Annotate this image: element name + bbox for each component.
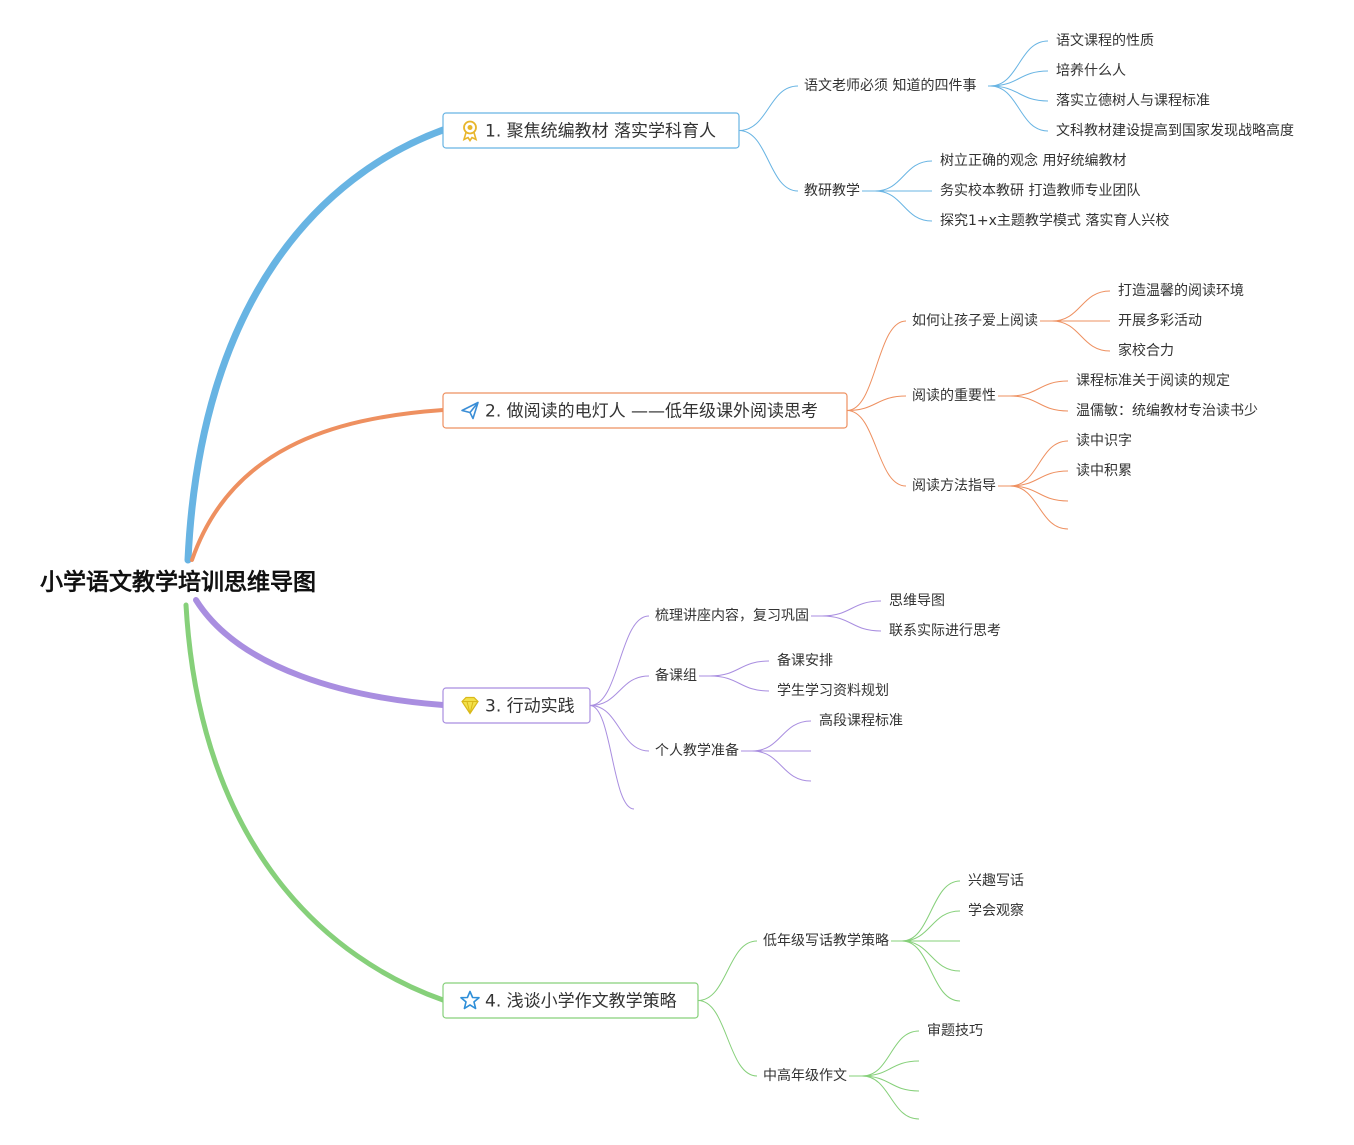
leaf-topic-label[interactable]: 务实校本教研 打造教师专业团队 (940, 182, 1140, 199)
leaf-link-1-1-2 (989, 70, 1049, 87)
leaf-topic-label[interactable]: 树立正确的观念 用好统编教材 (940, 152, 1126, 169)
subtopic-label[interactable]: 低年级写话教学策略 (763, 932, 889, 949)
leaf-link-2-3-4 (1009, 485, 1069, 530)
star-icon (460, 990, 480, 1010)
main-branch-line-4 (183, 602, 446, 1003)
topic-box (442, 112, 740, 149)
subtopic-label[interactable]: 阅读方法指导 (912, 477, 996, 494)
subtopic-link-1-2 (738, 130, 799, 192)
leaf-link-4-2-1 (861, 1030, 920, 1077)
leaf-link-4-2-4 (861, 1075, 920, 1120)
leaf-link-3-2-1 (709, 660, 770, 677)
leaf-link-1-1-4 (989, 85, 1049, 132)
branch-topic-3[interactable]: 3. 行动实践 (442, 687, 591, 724)
leaf-link-2-3-1 (1009, 440, 1069, 487)
leaf-link-1-2-3 (874, 190, 933, 222)
subtopic-label[interactable]: 梳理讲座内容，复习巩固 (655, 607, 809, 624)
branch-topic-1[interactable]: 1. 聚焦统编教材 落实学科育人 (442, 112, 740, 149)
branch-topic-label: 2. 做阅读的电灯人 ——低年级课外阅读思考 (485, 402, 818, 422)
leaf-link-3-2-2 (709, 675, 770, 692)
leaf-link-4-1-2 (901, 910, 961, 942)
diamond-icon (461, 696, 479, 715)
subtopic-link-1-1 (738, 85, 799, 131)
leaf-topic-label[interactable]: 联系实际进行思考 (889, 623, 1001, 639)
leaf-link-2-2-2 (1009, 395, 1069, 412)
leaf-topic-label[interactable]: 课程标准关于阅读的规定 (1076, 372, 1230, 389)
subtopic-link-3-1 (589, 615, 650, 706)
main-branch-line-1 (184, 126, 447, 564)
leaf-link-4-1-4 (901, 940, 961, 972)
subtopic-label[interactable]: 教研教学 (804, 183, 860, 199)
leaf-link-3-1-2 (821, 615, 882, 632)
subtopic-link-2-2 (846, 395, 907, 411)
leaf-link-1-1-3 (989, 85, 1049, 102)
topic-box (442, 982, 699, 1019)
leaf-topic-label[interactable]: 家校合力 (1118, 342, 1174, 359)
subtopic-label[interactable]: 个人教学准备 (655, 742, 739, 759)
leaf-link-4-2-2 (861, 1060, 920, 1077)
topic-box (442, 392, 848, 429)
subtopic-label[interactable]: 阅读的重要性 (912, 387, 996, 404)
leaf-topic-label[interactable]: 文科教材建设提高到国家发现战略高度 (1056, 122, 1294, 139)
subtopic-link-3-4 (589, 705, 635, 810)
subtopic-link-4-2 (697, 1000, 758, 1077)
subtopic-label[interactable]: 备课组 (655, 667, 697, 684)
leaf-topic-label[interactable]: 培养什么人 (1056, 63, 1126, 79)
leaf-topic-label[interactable]: 学生学习资料规划 (777, 683, 889, 699)
branch-topic-4[interactable]: 4. 浅谈小学作文教学策略 (442, 982, 699, 1019)
leaf-link-2-1-1 (1051, 290, 1111, 322)
leaf-topic-label[interactable]: 开展多彩活动 (1118, 312, 1202, 329)
main-branch-line-3 (193, 597, 446, 708)
leaf-topic-label[interactable]: 审题技巧 (927, 1023, 983, 1039)
leaf-link-2-3-2 (1009, 470, 1069, 487)
connector-lines (183, 40, 1111, 1120)
leaf-link-4-1-5 (901, 940, 961, 1002)
leaf-topic-label[interactable]: 读中识字 (1076, 432, 1132, 449)
leaf-link-1-2-1 (874, 160, 933, 192)
leaf-topic-label[interactable]: 打造温馨的阅读环境 (1118, 282, 1244, 299)
subtopic-label[interactable]: 中高年级作文 (763, 1067, 847, 1084)
subtopic-label[interactable]: 语文老师必须 知道的四件事 (804, 77, 976, 94)
leaf-topic-label[interactable]: 落实立德树人与课程标准 (1056, 93, 1210, 109)
subtopic-link-2-1 (846, 320, 907, 411)
branch-topic-2[interactable]: 2. 做阅读的电灯人 ——低年级课外阅读思考 (442, 392, 848, 429)
subtopic-link-3-3 (589, 705, 650, 752)
leaf-topic-label[interactable]: 读中积累 (1076, 462, 1132, 479)
main-branch-line-2 (190, 408, 445, 562)
branch-topic-label: 3. 行动实践 (485, 697, 575, 717)
subtopic-link-4-1 (697, 940, 758, 1001)
leaf-link-3-3-1 (751, 720, 812, 752)
leaf-link-4-2-3 (861, 1075, 920, 1092)
root-topic[interactable]: 小学语文教学培训思维导图 (40, 569, 316, 596)
paper-plane-icon (461, 401, 479, 420)
leaf-topic-label[interactable]: 思维导图 (889, 593, 945, 609)
leaf-link-2-2-1 (1009, 380, 1069, 397)
leaf-link-4-1-1 (901, 880, 961, 942)
leaf-link-3-3-3 (751, 750, 812, 782)
topic-box (442, 687, 591, 724)
leaf-link-1-1-1 (989, 40, 1049, 87)
ribbon-award-icon (462, 120, 478, 142)
leaf-topic-label[interactable]: 探究1+x主题教学模式 落实育人兴校 (940, 212, 1169, 229)
leaf-link-2-1-3 (1051, 320, 1111, 352)
leaf-topic-label[interactable]: 高段课程标准 (819, 712, 903, 729)
mind-map-nodes: 小学语文教学培训思维导图 1. 聚焦统编教材 落实学科育人 语文老师必须 知道的四… (40, 33, 1294, 1084)
subtopic-link-2-3 (846, 410, 907, 487)
branch-topic-label: 1. 聚焦统编教材 落实学科育人 (485, 122, 716, 142)
subtopic-label[interactable]: 如何让孩子爱上阅读 (912, 312, 1038, 329)
leaf-link-3-1-1 (821, 600, 882, 617)
leaf-topic-label[interactable]: 语文课程的性质 (1056, 33, 1154, 49)
leaf-topic-label[interactable]: 兴趣写话 (968, 873, 1024, 889)
leaf-topic-label[interactable]: 备课安排 (777, 652, 833, 669)
leaf-topic-label[interactable]: 温儒敏：统编教材专治读书少 (1076, 402, 1258, 419)
subtopic-link-3-2 (589, 675, 650, 706)
leaf-topic-label[interactable]: 学会观察 (968, 902, 1024, 919)
branch-topic-label: 4. 浅谈小学作文教学策略 (485, 992, 677, 1012)
leaf-link-2-3-3 (1009, 485, 1069, 502)
